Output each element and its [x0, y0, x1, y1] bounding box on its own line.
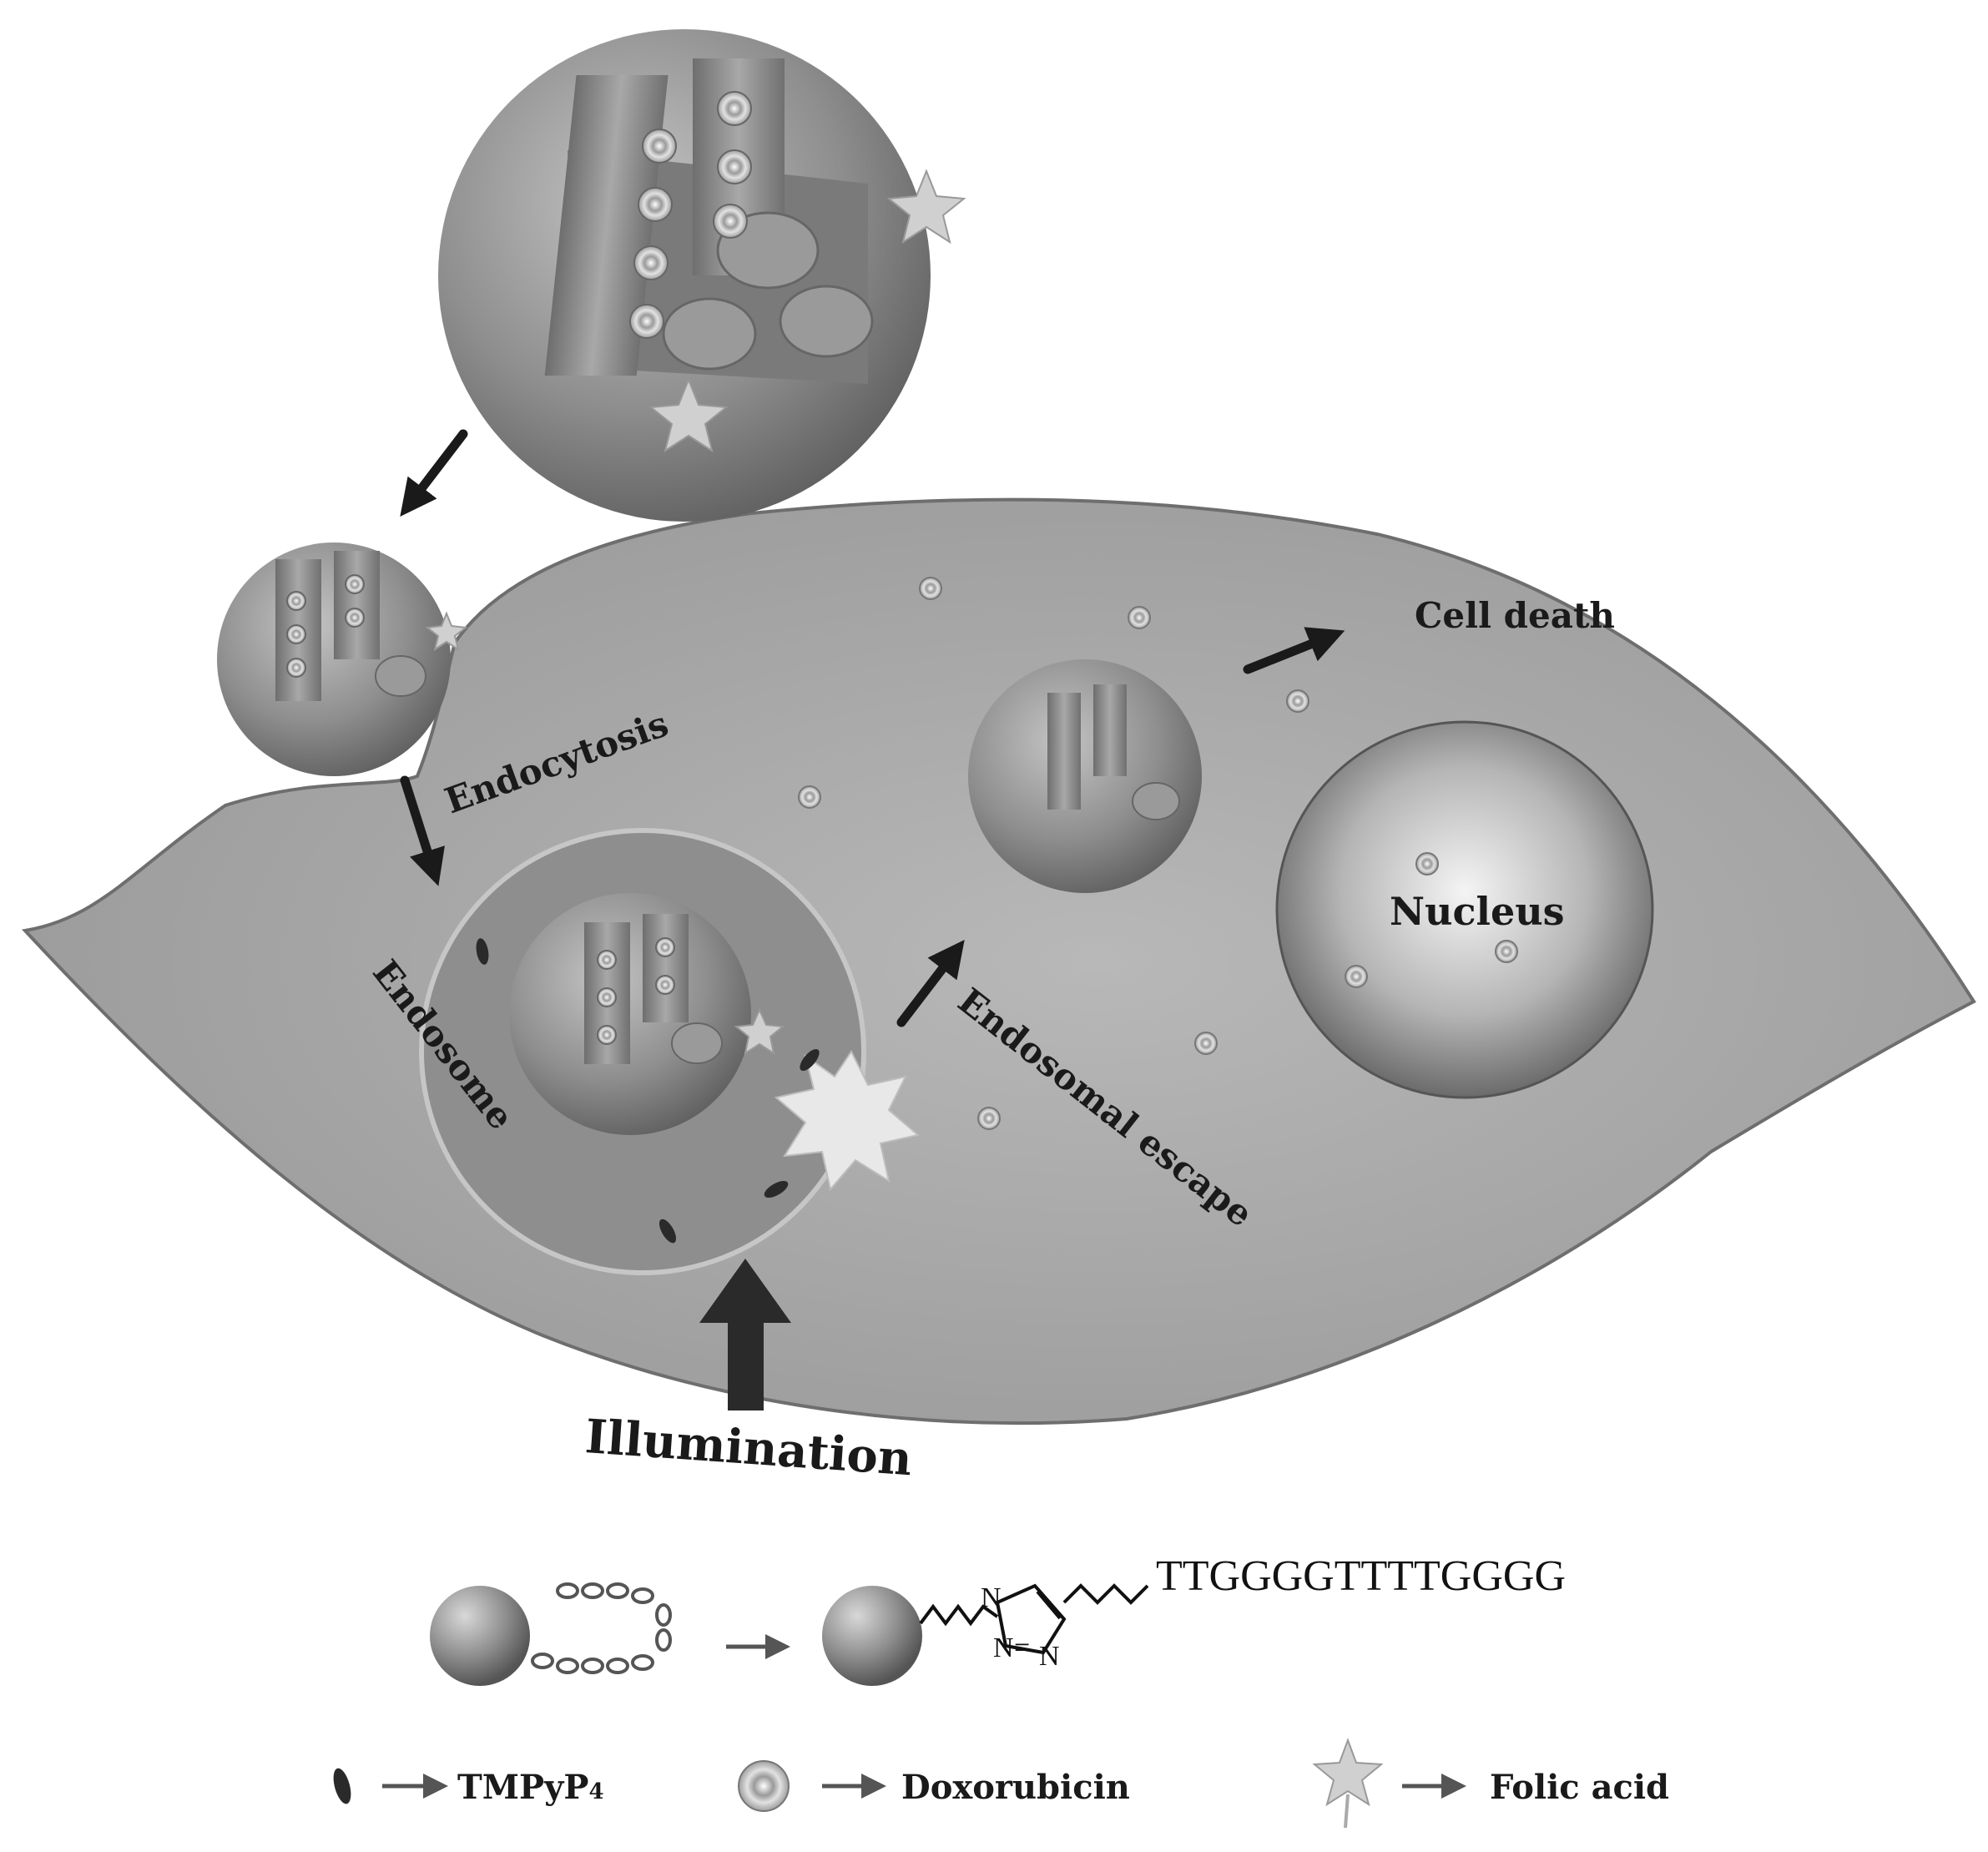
legend-item-doxorubicin: Doxorubicin: [738, 1760, 1130, 1812]
doxorubicin-icon: [738, 1760, 790, 1812]
process-arrows: [400, 429, 1345, 1027]
tmpyp4-fragments: [476, 938, 820, 1244]
svg-text:Doxorubicin: Doxorubicin: [901, 1768, 1130, 1807]
linker-right: [1062, 1583, 1149, 1605]
nanoparticle-large: [438, 29, 931, 522]
silica-ball-after: [822, 1586, 922, 1686]
chain-links: [531, 1582, 672, 1674]
arrow-endocytosis: [400, 775, 445, 886]
svg-text:=: =: [1014, 1632, 1030, 1663]
legend-item-folic-acid: Folic acid: [1312, 1738, 1669, 1829]
illumination-burst: [774, 1050, 921, 1192]
free-doxorubicin: [798, 577, 1518, 1130]
conjugation-scheme: N N = N TTGGGGTTTTGGGG: [430, 1552, 1566, 1686]
svg-text:N: N: [1039, 1641, 1060, 1672]
silica-ball-before: [430, 1586, 530, 1686]
folic-acid-stars: [425, 169, 966, 1056]
linker-left: [919, 1603, 999, 1627]
svg-text:TMPyP4: TMPyP4: [457, 1768, 604, 1807]
folic-acid-icon: [1312, 1738, 1384, 1807]
legend: TMPyP4 Doxorubicin Folic acid: [333, 1738, 1669, 1829]
nanoparticle-escaped: [968, 659, 1202, 893]
svg-text:Folic acid: Folic acid: [1490, 1768, 1669, 1807]
cell-death-label: Cell death: [1415, 595, 1615, 636]
svg-text:N: N: [981, 1582, 1002, 1613]
arrow-to-membrane: [400, 429, 468, 517]
nucleus: [1275, 720, 1654, 1099]
dna-sequence: TTGGGGTTTTGGGG: [1156, 1552, 1566, 1600]
arrow-cell-death: [1243, 627, 1345, 674]
pore-dots: [286, 91, 752, 1045]
legend-item-tmpyp4: TMPyP4: [333, 1768, 604, 1807]
svg-text:N: N: [993, 1632, 1014, 1663]
nucleus-label: Nucleus: [1390, 889, 1565, 934]
tmpyp4-icon: [333, 1768, 351, 1804]
illumination-arrow: [699, 1259, 791, 1410]
illumination-label: Illumination: [583, 1409, 914, 1486]
nanoparticle-endosome: [509, 893, 751, 1135]
arrow-endosomal-escape: [896, 940, 965, 1027]
nanoparticle-endocytosis: [217, 542, 451, 776]
triazole-ring: [995, 1583, 1067, 1655]
